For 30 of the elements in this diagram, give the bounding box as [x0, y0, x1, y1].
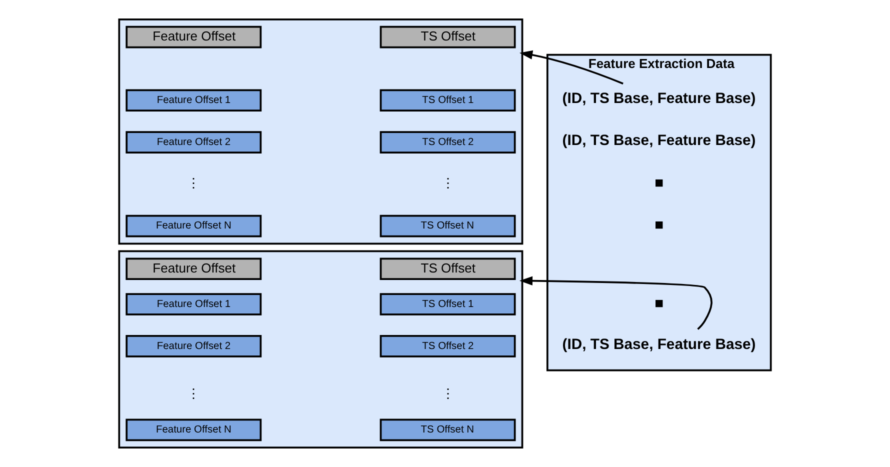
node-box: TS Offset 1	[380, 293, 516, 316]
node-text: (ID, TS Base, Feature Base)	[562, 132, 756, 149]
arrow	[519, 276, 712, 330]
label: ■	[654, 176, 664, 192]
node-box: Feature Offset N	[126, 214, 262, 238]
cluster	[118, 250, 524, 449]
node-box: TS Offset N	[380, 214, 516, 238]
node-box: Feature Offset 1	[126, 293, 262, 316]
node-text: (ID, TS Base, Feature Base)	[562, 90, 756, 107]
node-box: TS Offset	[380, 26, 516, 48]
node-box: Feature Offset	[126, 26, 262, 48]
label: ⋮	[441, 176, 454, 191]
label: ⋮	[187, 176, 200, 191]
label: ■	[654, 218, 664, 234]
node-text: (ID, TS Base, Feature Base)	[562, 336, 756, 353]
node-box: Feature Offset	[126, 258, 262, 280]
node-box: Feature Offset 1	[126, 89, 262, 112]
node-box: TS Offset	[380, 258, 516, 280]
node-box: TS Offset N	[380, 418, 516, 442]
node-box: Feature Offset N	[126, 418, 262, 442]
cluster	[118, 18, 524, 245]
node-box: TS Offset 1	[380, 89, 516, 112]
node-box: TS Offset 2	[380, 334, 516, 358]
label: ■	[654, 296, 664, 312]
node-box: TS Offset 2	[380, 131, 516, 154]
label: ⋮	[187, 386, 200, 401]
node-box: Feature Offset 2	[126, 334, 262, 358]
node-box: Feature Offset 2	[126, 131, 262, 154]
label: ⋮	[441, 386, 454, 401]
arrow	[520, 50, 624, 84]
